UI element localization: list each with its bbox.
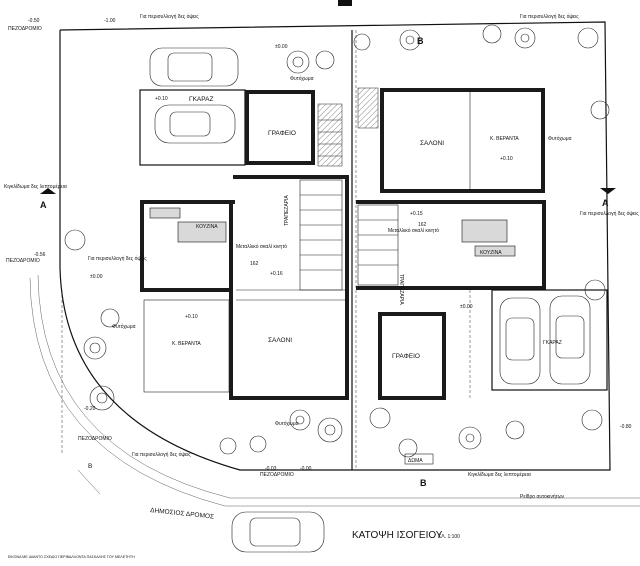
svg-text:B: B — [88, 463, 92, 470]
label-plants-right: Φυτόχωμα — [548, 135, 572, 142]
label-plants-left: Φυτόχωμα — [112, 323, 136, 330]
section-marker-b-left: B — [77, 463, 101, 495]
svg-text:B: B — [417, 36, 424, 46]
landscape-trees — [64, 24, 610, 458]
garage-right — [491, 289, 608, 391]
site-boundary — [29, 21, 640, 507]
label-bins-left: Για περισυλλογή δες όψεις — [88, 255, 147, 262]
room-label-office-left: ΓΡΑΦΕΙΟ — [268, 130, 296, 137]
room-label-veranda-left: Κ. ΒΕΡΑΝΤΑ — [172, 341, 201, 347]
level-garage-left: +0.10 — [155, 96, 168, 102]
left-house — [139, 89, 349, 400]
label-ground: ΔΩΜΑ — [408, 458, 423, 464]
level-zero-right: ±0.00 — [460, 304, 473, 310]
room-label-kitchen-left: ΚΟΥΖΙΝΑ — [196, 224, 218, 230]
level-top-left: -0.50 — [28, 18, 40, 24]
room-label-veranda-right: Κ. ΒΕΡΑΝΤΑ — [490, 136, 519, 142]
level-veranda-right: +0.10 — [500, 156, 513, 162]
car-top — [149, 47, 239, 87]
label-bins-right: Για περισυλλογή δες όψεις — [580, 210, 639, 217]
level-right-low: -0.80 — [620, 424, 632, 430]
right-house — [356, 87, 608, 400]
level-kitchen-right: +0.15 — [410, 211, 423, 217]
level-bottom-left: -0.03 — [265, 466, 277, 472]
label-gate-left: Κιγκλίδωμα δες λεπτομέρεια — [4, 183, 67, 190]
label-pool-note-left: Μεταλλικό σκαλί κινητό — [236, 243, 287, 250]
drawing-title: ΚΑΤΟΨΗ ΙΣΟΓΕΙΟΥ — [352, 530, 443, 541]
label-sidewalk-left: ΠΕΖΟΔΡΟΜΙΟ — [6, 258, 40, 264]
label-plants-top: Φυτόχωμα — [290, 75, 314, 82]
svg-text:B: B — [420, 478, 427, 488]
level-dining-left: +0.16 — [270, 271, 283, 277]
label-bins-top: Για περισυλλογή δες όψεις — [140, 13, 199, 20]
room-label-dining-left: ΤΡΑΠΕΖΑΡΙΑ — [284, 195, 290, 226]
level-veranda-left: +0.10 — [185, 314, 198, 320]
level-left-low: -0.20 — [84, 406, 96, 412]
level-zero-top: ±0.00 — [275, 44, 288, 50]
label-sidewalk-bottom-left: ΠΕΖΟΔΡΟΜΙΟ — [78, 436, 112, 442]
svg-text:A: A — [602, 198, 609, 208]
section-marker-b-top: B — [417, 36, 424, 46]
room-label-office-right: ΓΡΑΦΕΙΟ — [392, 353, 420, 360]
room-label-living-right: ΣΑΛΟΝΙ — [420, 140, 444, 147]
kitchen-counter-right — [461, 219, 508, 243]
svg-text:A: A — [40, 200, 47, 210]
car-garage-left — [154, 104, 236, 144]
car-street — [231, 511, 325, 553]
drawing-scale: ΚΛ. 1:100 — [438, 534, 460, 540]
level-top-mid: -1.00 — [104, 18, 116, 24]
label-curb: Ρείθρο αυτοκινήτων — [520, 493, 564, 500]
label-bins-topright: Για περισυλλογή δες όψεις — [520, 13, 579, 20]
label-sidewalk-bottom: ΠΕΖΟΔΡΟΜΙΟ — [260, 472, 294, 478]
level-left-mid: -0.56 — [34, 252, 46, 258]
footer-note: ΕΙΚΟΝΑ ΜΕ ΙΔΙΑΝΤΟ ΣΧΕΔΙΟ ΠΕΡΙΒΑΛΛΟΝΤΑ ΠΑ… — [8, 555, 135, 559]
room-label-garage-left: ΓΚΑΡΑΖ — [189, 96, 213, 103]
kitchen-counter-left — [177, 221, 227, 243]
room-label-dining-right: ΤΡΑΠΕΖΑΡΙΑ — [398, 274, 404, 305]
dim-162-right: 162 — [418, 222, 427, 228]
label-plants-bottom: Φυτόχωμα — [275, 420, 299, 427]
section-marker-a-left: A — [40, 188, 56, 210]
label-bins-bottom: Για περισυλλογή δες όψεις — [132, 451, 191, 458]
car-garage-right-2 — [549, 295, 591, 385]
level-bottom-mid: -0.00 — [300, 466, 312, 472]
room-label-garage-right: ΓΚΑΡΑΖ — [543, 340, 562, 346]
label-pool-note-right: Μεταλλικό σκαλί κινητό — [388, 227, 439, 234]
street-name: ΔΗΜΟΣΙΟΣ ΔΡΟΜΟΣ — [150, 507, 214, 521]
section-marker-a-right: A — [600, 188, 616, 208]
label-sidewalk-top: ΠΕΖΟΔΡΟΜΙΟ — [8, 26, 42, 32]
section-marker-b-bottom: B — [420, 478, 427, 488]
room-label-kitchen-right: ΚΟΥΖΙΝΑ — [480, 250, 502, 256]
car-garage-right-1 — [499, 297, 541, 385]
room-label-living-left: ΣΑΛΟΝΙ — [268, 337, 292, 344]
level-zero-left: ±0.00 — [90, 274, 103, 280]
label-gate: Κιγκλίδωμα δες λεπτομέρεια — [468, 471, 531, 478]
north-marker — [338, 0, 352, 6]
dim-162-left: 162 — [250, 261, 259, 267]
